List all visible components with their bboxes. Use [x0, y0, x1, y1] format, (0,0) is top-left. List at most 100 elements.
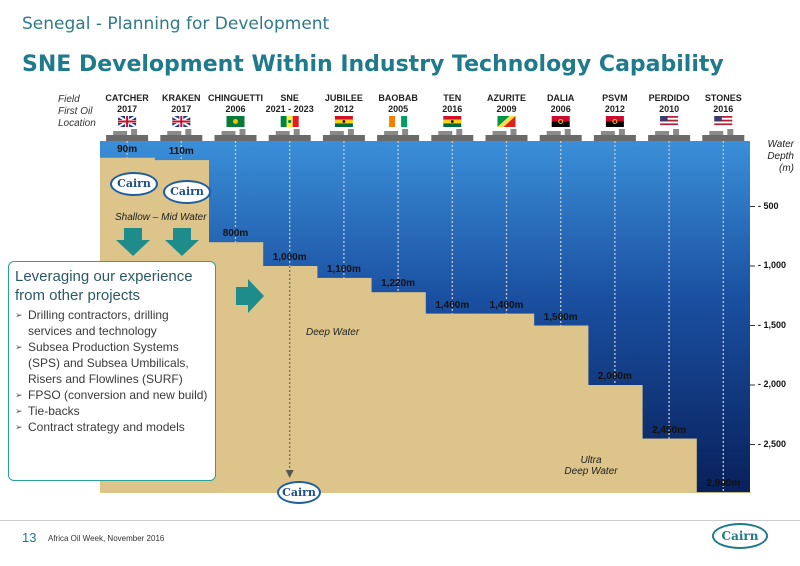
depth-label: 1,220m: [381, 278, 416, 290]
depth-label: 2,000m: [597, 371, 632, 382]
tick-label: - 500: [758, 200, 779, 211]
tick-label: - 1,000: [758, 260, 787, 270]
rig-icon: [106, 129, 149, 141]
list-item: Tie-backs: [15, 403, 209, 419]
seabed-step: [208, 242, 264, 493]
rigs-group: [106, 129, 745, 141]
field-name: AZURITE: [487, 93, 526, 103]
rig-icon: [322, 129, 365, 141]
first-oil-year: 2016: [442, 104, 463, 114]
first-oil-year: 2012: [333, 104, 354, 114]
textbox-heading: Leveraging our experience from other pro…: [15, 268, 193, 304]
cairn-logo: Cairn: [277, 481, 321, 504]
first-oil-year: 2017: [171, 104, 192, 114]
axis-ticks: [750, 206, 755, 445]
field-name: PERDIDO: [648, 93, 690, 103]
angola-flag: [551, 116, 570, 127]
subtitle: Senegal - Planning for Development: [22, 14, 330, 34]
field-name: SNE: [280, 93, 299, 103]
first-oil-year: 2010: [659, 104, 680, 114]
ultra-deep-water-label: Ultra Deep Water: [564, 455, 618, 477]
list-item: FPSO (conversion and new build): [15, 387, 209, 403]
experience-textbox: Leveraging our experience from other pro…: [8, 261, 216, 481]
risers-group: [126, 141, 724, 493]
rig-icon: [539, 129, 582, 141]
depth-label: 800m: [222, 228, 249, 240]
ivory-coast-flag: [389, 116, 408, 127]
first-oil-year: 2006: [550, 104, 571, 114]
seabed-step: [316, 277, 372, 493]
list-item: Subsea Production Systems (SPS) and Subs…: [15, 339, 209, 387]
shallow-water-label: Shallow – Mid Water: [115, 212, 207, 223]
list-item: Drilling contractors, drilling services …: [15, 307, 209, 339]
first-oil-year: 2009: [496, 104, 517, 114]
depth-label: 110m: [168, 146, 194, 158]
field-name: DALIA: [546, 93, 575, 103]
uk-flag: [117, 115, 137, 128]
tick-label: - 2,500: [758, 438, 787, 449]
seabed-step: [696, 492, 751, 493]
anchor-icon: [285, 470, 294, 478]
ghana-flag: [443, 116, 462, 127]
page-title: SNE Development Within Industry Technolo…: [22, 52, 724, 77]
depth-label: 1,400m: [435, 299, 470, 311]
row-label-field: Field: [58, 94, 80, 105]
experience-list: Drilling contractors, drilling services …: [15, 307, 209, 435]
cairn-logo: Cairn: [163, 180, 211, 204]
first-oil-year: 2006: [225, 104, 246, 114]
page-number: 13: [22, 530, 37, 545]
uk-flag: [171, 115, 191, 128]
footer-divider: [0, 520, 800, 521]
tick-label: - 1,500: [758, 319, 787, 330]
depth-label: 2,900m: [706, 478, 741, 490]
first-oil-year: 2021 - 2023: [265, 104, 314, 114]
seabed-step: [587, 385, 643, 493]
axis-title: Water Depth (m): [767, 139, 794, 174]
depth-label: 2,450m: [652, 424, 687, 436]
list-item: Contract strategy and models: [15, 419, 209, 435]
depth-label: 90m: [117, 143, 138, 155]
right-arrow-icon: [236, 279, 264, 313]
depth-label: 1,400m: [489, 299, 524, 311]
seabed-step: [642, 438, 697, 493]
rig-icon: [485, 129, 528, 141]
down-arrow-icon: [165, 228, 199, 256]
senegal-flag: [280, 116, 299, 127]
rig-icon: [648, 129, 691, 141]
mauritania-flag: [226, 116, 245, 127]
seabed-step: [479, 313, 535, 493]
arrows-group: [116, 228, 264, 313]
footer-event: Africa Oil Week, November 2016: [48, 534, 165, 543]
flags-group: [117, 115, 733, 128]
depth-label: 1,000m: [272, 252, 307, 263]
angola-flag: [605, 116, 624, 127]
cairn-logo: Cairn: [110, 172, 158, 196]
rig-icon: [268, 129, 311, 141]
depth-label: 1,100m: [326, 263, 361, 275]
rig-icon: [377, 129, 420, 141]
row-label-first-oil: First Oil: [58, 106, 93, 117]
first-oil-year: 2017: [117, 104, 138, 114]
congo-flag: [497, 116, 516, 127]
usa-flag: [714, 116, 733, 128]
first-oil-year: 2012: [604, 104, 625, 114]
field-name: JUBILEE: [324, 93, 363, 103]
rig-icon: [593, 129, 636, 141]
seabed-step: [533, 325, 589, 493]
field-name: PSVM: [602, 93, 628, 103]
field-name: BAOBAB: [378, 93, 418, 103]
field-name: KRAKEN: [162, 93, 201, 103]
field-name: CATCHER: [105, 93, 149, 103]
